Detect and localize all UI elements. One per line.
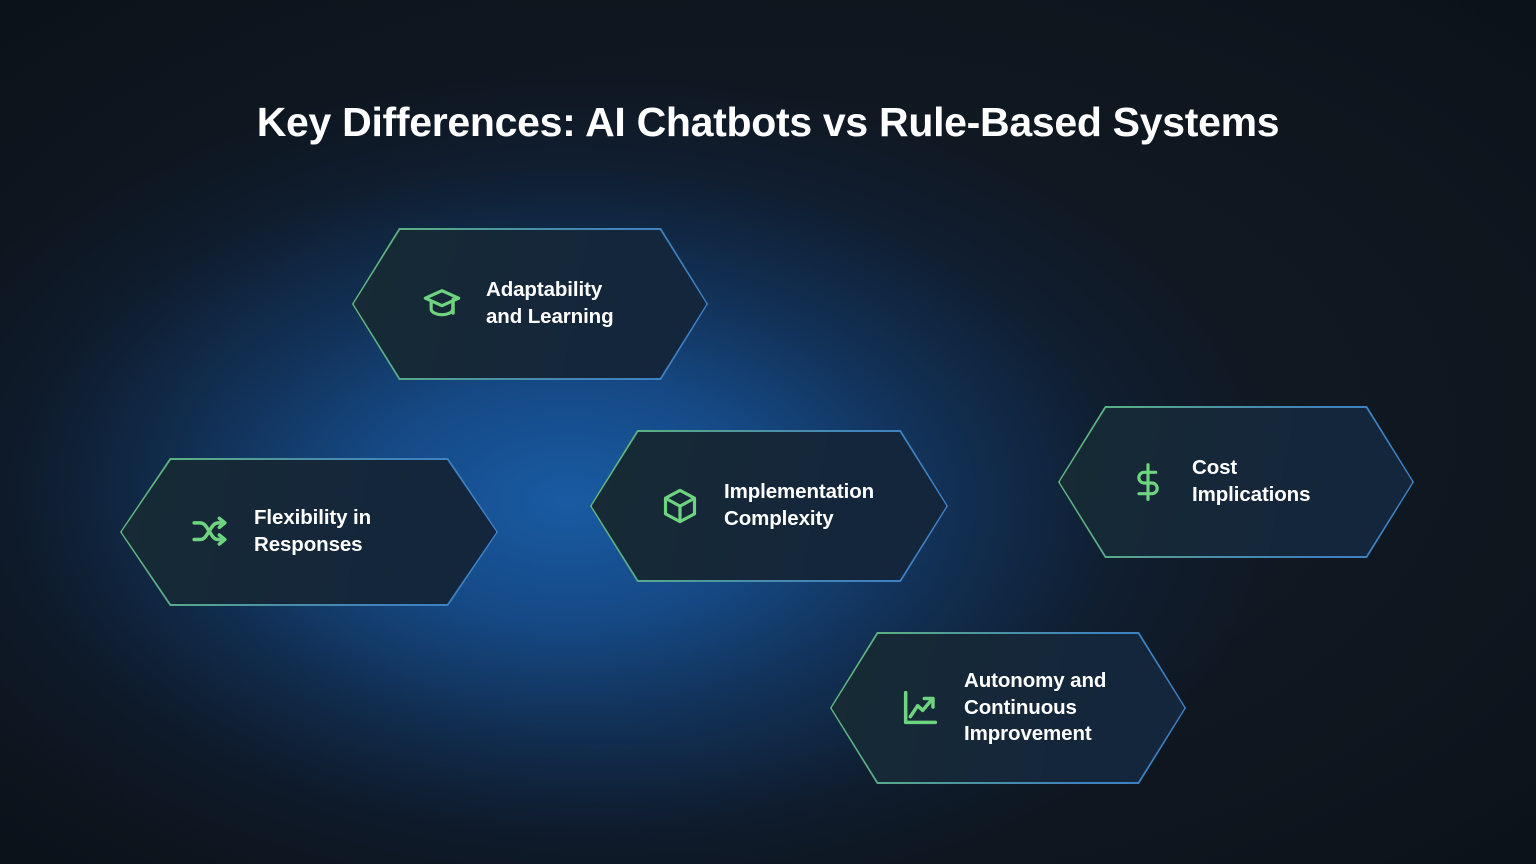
dollar-sign-icon (1128, 462, 1168, 502)
card-adaptability[interactable]: Adaptability and Learning (352, 228, 708, 380)
card-adaptability-content: Adaptability and Learning (422, 277, 644, 330)
card-implementation-label: Implementation Complexity (724, 480, 875, 530)
graduation-cap-icon (422, 284, 462, 324)
card-adaptability-fill (353, 229, 707, 379)
card-autonomy-label: Autonomy and Continuous Improvement (964, 669, 1107, 746)
page-title: Key Differences: AI Chatbots vs Rule-Bas… (256, 99, 1280, 146)
shuffle-icon (190, 512, 230, 552)
card-adaptability-label: Adaptability and Learning (486, 278, 614, 328)
card-cost-fill (1059, 407, 1413, 557)
card-flexibility-fill (121, 459, 497, 605)
card-cost-label: Cost Implications (1192, 456, 1311, 506)
card-flexibility-label: Flexibility in Responses (254, 506, 372, 556)
card-implementation-fill (591, 431, 947, 581)
card-autonomy-content: Autonomy and Continuous Improvement (900, 668, 1122, 748)
card-cost[interactable]: Cost Implications (1058, 406, 1414, 558)
card-autonomy[interactable]: Autonomy and Continuous Improvement (830, 632, 1186, 784)
card-implementation-content: Implementation Complexity (660, 479, 884, 532)
card-implementation[interactable]: Implementation Complexity (590, 430, 948, 582)
card-flexibility[interactable]: Flexibility in Responses (120, 458, 498, 606)
card-autonomy-fill (831, 633, 1185, 783)
cube-icon (660, 486, 700, 526)
card-flexibility-content: Flexibility in Responses (190, 505, 434, 558)
trending-up-chart-icon (900, 688, 940, 728)
card-cost-content: Cost Implications (1128, 455, 1350, 508)
